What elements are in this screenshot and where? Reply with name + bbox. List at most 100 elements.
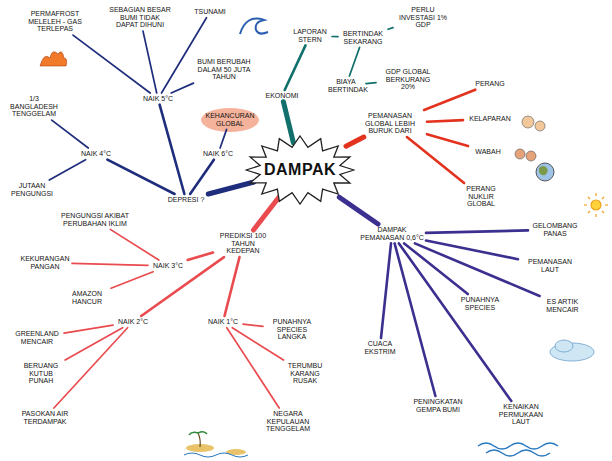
branch-text: EKONOMI (262, 92, 302, 100)
branch-line (160, 105, 185, 194)
branch-text: GREENLAND MENCAIR (12, 330, 62, 345)
branch-line (254, 197, 279, 230)
branch-text: KEKURANGAN PANGAN (20, 255, 70, 270)
branch-line (349, 47, 359, 76)
branch-text: BIAYA BERTINDAK (328, 78, 364, 93)
branch-line (107, 160, 174, 194)
branch-text: PEMANASAN GLOBAL LEBIH BURUK DARI (355, 112, 425, 135)
branch-line (49, 160, 85, 180)
branch-label: BERTINDAK SEKARANG (340, 30, 386, 45)
branch-label: LAPORAN STERN (290, 28, 330, 43)
branch-label: NAIK 6°C (200, 150, 236, 158)
branch-text: NAIK 3°C (150, 262, 186, 270)
branch-text: PASOKAN AIR TERDAMPAK (20, 410, 70, 425)
branch-text: LAPORAN STERN (290, 28, 330, 43)
branch-line (162, 18, 207, 93)
branch-text: DEPRESI ? (165, 196, 207, 204)
sea-waves (478, 443, 558, 456)
branch-line (366, 83, 376, 84)
branch-line (65, 328, 123, 360)
branch-text: PENGUNGSI AKIBAT PERUBAHAN IKLIM (60, 212, 130, 227)
branch-label: NAIK 2°C (115, 318, 151, 326)
branch-line (395, 243, 436, 396)
branch-text: BUMI BERUBAH DALAM 50 JUTA TAHUN (195, 58, 253, 81)
central-starburst: DAMPAK (245, 135, 355, 205)
permafrost-flame (40, 52, 67, 66)
branch-text: WABAH (470, 148, 506, 156)
branch-label: EKONOMI (262, 92, 302, 100)
branch-label: GDP GLOBAL BERKURANG 20% (378, 68, 438, 91)
branch-text: NAIK 1°C (205, 318, 241, 326)
branch-text: TERUMBU KARANG RUSAK (280, 362, 330, 385)
branch-text: NAIK 2°C (115, 318, 151, 326)
branch-label: GREENLAND MENCAIR (12, 330, 62, 345)
branch-text: NAIK 4°C (78, 150, 114, 158)
branch-text: CUACA EKSTRIM (358, 340, 402, 355)
central-title: DAMPAK (264, 161, 336, 179)
starburst-shape (246, 136, 354, 204)
branch-line (208, 182, 254, 194)
branch-line (404, 243, 468, 294)
branch-label: BUMI BERUBAH DALAM 50 JUTA TAHUN (195, 58, 253, 81)
globe-icon (536, 163, 554, 181)
branch-line (339, 197, 378, 224)
branch-line (232, 328, 283, 360)
branch-line (141, 257, 224, 316)
branch-line (346, 137, 364, 146)
branch-text: AMAZON HANCUR (65, 290, 109, 305)
branch-text: BERUANG KUTUB PUNAH (18, 362, 64, 385)
branch-line (227, 328, 279, 408)
branch-label: BIAYA BERTINDAK (328, 78, 364, 93)
branch-line (64, 325, 113, 333)
branch-label: KELAPARAN (465, 115, 515, 123)
branch-label: PERMAFROST MELELEH - GAS TERLEPAS (20, 10, 90, 33)
branch-line (188, 253, 213, 261)
branch-line (332, 36, 338, 38)
branch-text: PERMAFROST MELELEH - GAS TERLEPAS (20, 10, 90, 33)
tsunami-wave (240, 19, 268, 34)
branch-label: PUNAHNYA SPECIES (455, 296, 505, 311)
branch-line (225, 257, 240, 316)
branch-label: WABAH (470, 148, 506, 156)
branch-text: PEMANASAN LAUT (520, 258, 580, 273)
branch-line (283, 102, 293, 143)
branch-text: PERANG NUKLIR GLOBAL (455, 185, 507, 208)
branch-text: PREDIKSI 100 TAHUN KEDEPAN (215, 232, 271, 255)
destruction-blob (201, 108, 259, 132)
branch-label: TSUNAMI (190, 8, 230, 16)
branch-label: 1/3 BANGLADESH TENGGELAM (8, 95, 60, 118)
branch-line (407, 137, 464, 183)
branch-text: PUNAHNYA SPECIES (455, 296, 505, 311)
branch-label: BERUANG KUTUB PUNAH (18, 362, 64, 385)
branch-label: NAIK 3°C (150, 262, 186, 270)
branch-line (426, 241, 518, 260)
faces-icon (515, 116, 545, 161)
branch-text: PERANG (470, 80, 510, 88)
branch-text: BERTINDAK SEKARANG (340, 30, 386, 45)
sun-icon (584, 193, 608, 217)
island-icons (184, 432, 248, 457)
branch-label: CUACA EKSTRIM (358, 340, 402, 355)
branch-line (111, 272, 153, 289)
branch-line (415, 243, 540, 296)
branch-text: PENINGKATAN GEMPA BUMI (410, 398, 466, 413)
branch-text: 1/3 BANGLADESH TENGGELAM (8, 95, 60, 118)
branch-line (143, 31, 157, 93)
branch-label: PERANG NUKLIR GLOBAL (455, 185, 507, 208)
branch-label: NEGARA KEPULAUAN TENGGELAM (260, 410, 316, 433)
branch-line (54, 328, 128, 408)
branch-text: KENAIKAN PERMUKAAN LAUT (490, 403, 552, 426)
branch-label: PERLU INVESTASI 1% GDP (395, 6, 451, 29)
branch-label: PREDIKSI 100 TAHUN KEDEPAN (215, 232, 271, 255)
branch-label: NAIK 4°C (78, 150, 114, 158)
branch-text: GDP GLOBAL BERKURANG 20% (378, 68, 438, 91)
branch-label: PEMANASAN GLOBAL LEBIH BURUK DARI (355, 112, 425, 135)
branch-line (426, 230, 528, 233)
branch-text: NEGARA KEPULAUAN TENGGELAM (260, 410, 316, 433)
branch-label: PENGUNGSI AKIBAT PERUBAHAN IKLIM (60, 212, 130, 227)
branch-text: PERLU INVESTASI 1% GDP (395, 6, 451, 29)
branch-text: KELAPARAN (465, 115, 515, 123)
branch-text: NAIK 5°C (140, 95, 176, 103)
branch-label: GELOMBANG PANAS (530, 222, 580, 237)
